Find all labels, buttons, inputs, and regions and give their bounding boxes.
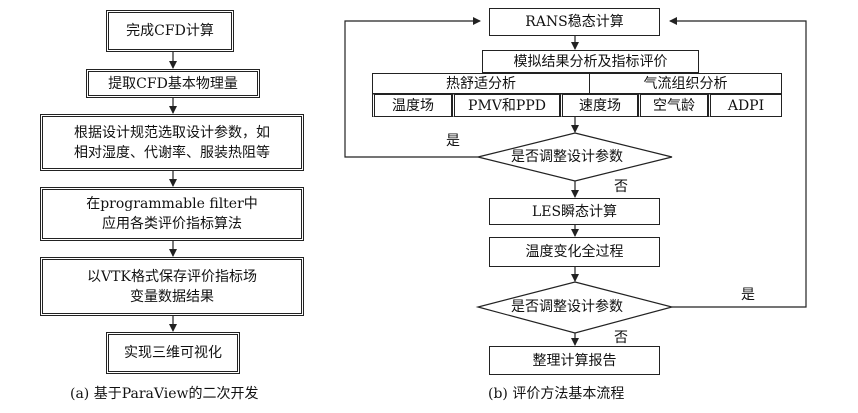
step-temperature-process: 温度变化全过程 <box>489 237 660 267</box>
step-visualize: 实现三维可视化 <box>106 332 240 374</box>
step-rans: RANS稳态计算 <box>489 8 660 36</box>
caption-right: (b) 评价方法基本流程 <box>488 386 625 402</box>
group-thermal-comfort: 热舒适分析 <box>372 73 590 94</box>
step-les-text: LES瞬态计算 <box>531 203 618 220</box>
step-complete-cfd-text: 完成CFD计算 <box>126 23 214 39</box>
step-temperature-process-text: 温度变化全过程 <box>525 244 624 260</box>
step-save-vtk-line1: 以VTK格式保存评价指标场 <box>87 268 257 285</box>
step-report-text: 整理计算报告 <box>532 352 617 369</box>
step-select-params-line1: 根据设计规范选取设计参数，如 <box>74 124 270 141</box>
metric-velocity-field-text: 速度场 <box>579 97 621 114</box>
step-programmable-filter: 在programmable filter中 应用各类评价指标算法 <box>40 187 304 241</box>
step-analysis-text: 模拟结果分析及指标评价 <box>513 53 668 70</box>
group-thermal-comfort-text: 热舒适分析 <box>446 75 516 92</box>
step-report: 整理计算报告 <box>489 346 660 375</box>
decision-2-yes-label: 是 <box>741 287 755 303</box>
metric-velocity-field: 速度场 <box>560 94 638 117</box>
metric-temperature-field: 温度场 <box>372 94 452 117</box>
loop-yes-1 <box>344 17 481 158</box>
step-save-vtk: 以VTK格式保存评价指标场 变量数据结果 <box>40 257 304 316</box>
caption-left: (a) 基于ParaView的二次开发 <box>70 386 259 402</box>
metric-pmv-ppd-text: PMV和PPD <box>468 97 546 114</box>
step-extract-quantities: 提取CFD基本物理量 <box>86 69 260 98</box>
group-airflow: 气流组织分析 <box>589 73 782 94</box>
decision-1-shape <box>477 132 673 182</box>
metric-adpi: ADPI <box>708 94 782 117</box>
step-extract-quantities-text: 提取CFD基本物理量 <box>108 75 238 92</box>
step-programmable-filter-line1: 在programmable filter中 <box>86 196 258 212</box>
metric-adpi-text: ADPI <box>727 97 765 114</box>
step-select-params: 根据设计规范选取设计参数，如 相对湿度、代谢率、服装热阻等 <box>40 114 304 171</box>
step-complete-cfd: 完成CFD计算 <box>106 10 234 52</box>
step-select-params-line2: 相对湿度、代谢率、服装热阻等 <box>74 144 270 161</box>
step-rans-text: RANS稳态计算 <box>525 14 624 30</box>
group-airflow-text: 气流组织分析 <box>643 75 728 92</box>
step-programmable-filter-line2: 应用各类评价指标算法 <box>102 216 242 232</box>
decision-2-shape <box>475 281 675 334</box>
step-visualize-text: 实现三维可视化 <box>124 345 222 361</box>
decision-1-no-label: 否 <box>614 179 628 195</box>
decision-2-no-label: 否 <box>614 330 628 346</box>
step-save-vtk-line2: 变量数据结果 <box>130 288 214 305</box>
metric-air-age: 空气龄 <box>638 94 708 117</box>
metric-pmv-ppd: PMV和PPD <box>452 94 560 117</box>
metric-air-age-text: 空气龄 <box>653 97 695 114</box>
step-les: LES瞬态计算 <box>489 198 660 225</box>
loop-yes-2 <box>669 17 807 308</box>
decision-1-text: 是否调整设计参数 <box>511 149 623 165</box>
step-analysis: 模拟结果分析及指标评价 <box>482 50 699 73</box>
decision-1-yes-label: 是 <box>446 133 460 149</box>
metric-temperature-field-text: 温度场 <box>392 97 434 114</box>
decision-2-text: 是否调整设计参数 <box>511 299 623 315</box>
